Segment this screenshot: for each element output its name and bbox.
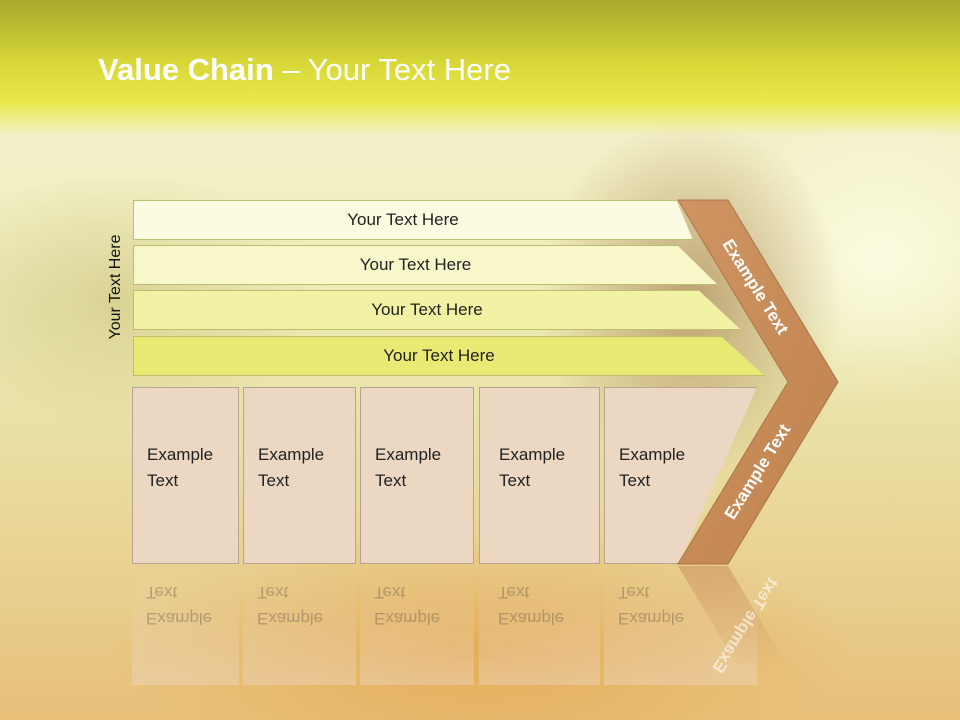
support-row-4: Your Text Here: [133, 336, 765, 376]
box-line-2: Text: [258, 471, 290, 490]
box-line-2: Text: [499, 471, 531, 490]
support-row-label: Your Text Here: [383, 346, 495, 365]
box-line-2: Text: [375, 471, 407, 490]
box-line-1: Example: [499, 445, 566, 464]
support-row-1: Your Text Here: [133, 200, 693, 240]
box-line-2: Text: [619, 471, 651, 490]
primary-activity-box-3: Example Text: [360, 387, 474, 564]
chevron-margin-shape: [677, 199, 839, 565]
box-line-1: Example: [147, 445, 214, 464]
primary-activity-box-4: Example Text: [479, 387, 600, 564]
title-bar: [0, 0, 960, 135]
box-line-1: Example: [258, 445, 325, 464]
primary-activity-box-1: Example Text: [132, 387, 239, 564]
support-row-3: Your Text Here: [133, 290, 741, 330]
support-row-label: Your Text Here: [359, 255, 472, 274]
support-row-label: Your Text Here: [371, 300, 483, 319]
support-row-2: Your Text Here: [133, 245, 718, 285]
box-line-1: Example: [375, 445, 442, 464]
primary-activity-box-2: Example Text: [243, 387, 356, 564]
box-line-1: Example: [619, 445, 686, 464]
title-rest: – Your Text Here: [273, 52, 511, 87]
chevron-reflection: [678, 566, 790, 670]
box-line-2: Text: [147, 471, 179, 490]
title-bold: Value Chain: [98, 52, 274, 87]
support-row-label: Your Text Here: [347, 210, 459, 229]
slide-title: Value Chain – Your Text Here: [98, 52, 511, 88]
